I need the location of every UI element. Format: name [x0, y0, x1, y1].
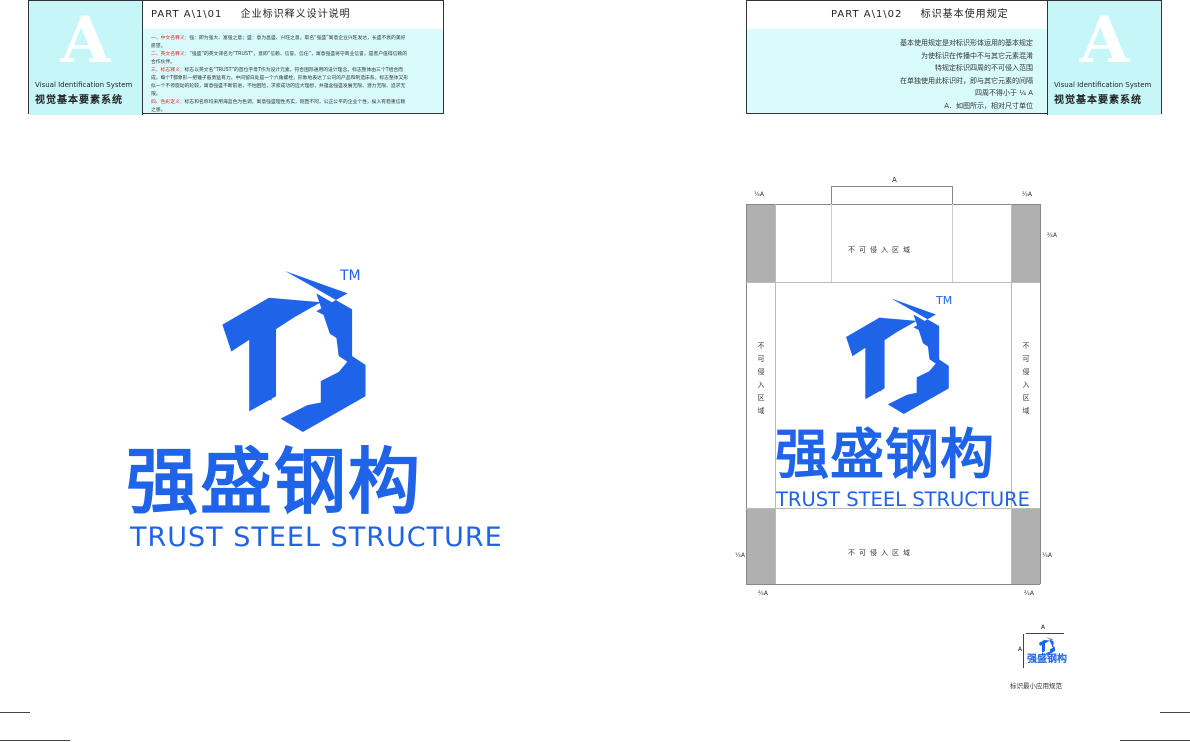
crop-mark — [0, 712, 30, 713]
logo-description: 一、中文名释义：强：即为强大、富强之意；盛：意为昌盛、兴旺之意。取名“强盛”寓意… — [151, 35, 409, 115]
desc-paragraph-1: 一、中文名释义：强：即为强大、富强之意；盛：意为昌盛、兴旺之意。取名“强盛”寓意… — [151, 36, 406, 49]
badge-letter: A — [1079, 3, 1130, 78]
frac-right-side: ²⁄₄A — [1047, 232, 1057, 239]
right-header-title: 标识基本使用规定 — [920, 9, 1009, 20]
right-part-label: PART A\1\02 — [831, 9, 903, 20]
min-size-dim-left: A — [1018, 646, 1023, 653]
logo-tm-diagram: TM — [936, 294, 953, 307]
crop-mark — [1120, 740, 1190, 741]
left-part-label: PART A\1\01 — [151, 9, 223, 20]
rule-line-4: 在单独使用此标识时，即与其它元素的间隔 — [900, 76, 1033, 85]
rule-line-2: 为使标识在传播中不与其它元素混淆 — [921, 51, 1033, 60]
left-header-body: 一、中文名释义：强：即为强大、富强之意；盛：意为昌盛、兴旺之意。取名“强盛”寓意… — [143, 29, 443, 113]
logo-name-cn: 强盛钢构 — [126, 440, 423, 524]
rule-line-3: 特规定标识四周的不可侵入范围 — [935, 64, 1033, 73]
badge-cn-label: 视觉基本要素系统 — [35, 95, 123, 106]
logo-mark-min — [1039, 637, 1055, 655]
badge-en-label: Visual Identification System — [1054, 81, 1152, 89]
zone-label-right: 不可侵入区域 — [1022, 342, 1030, 415]
left-header-bar: PART A\1\01 企业标识释义设计说明 — [143, 1, 443, 30]
min-size-caption: 标识最小应用规范 — [1010, 682, 1062, 690]
zone-label-left: 不可侵入区域 — [757, 342, 765, 415]
left-badge: A Visual Identification System 视觉基本要素系统 — [29, 1, 143, 115]
corner-block-br — [1012, 509, 1040, 584]
crop-mark — [1160, 712, 1190, 713]
rule-line-1: 基本使用规定是对标识形体运用的基本规定 — [900, 39, 1033, 47]
right-header: PART A\1\02 标识基本使用规定 基本使用规定是对标识形体运用的基本规定… — [746, 0, 1162, 115]
rule-line-5: 四周不得小于 ¼ A — [974, 89, 1033, 98]
min-size-dim-top: A — [1041, 624, 1046, 631]
crop-mark — [0, 740, 70, 741]
left-header-title: 企业标识释义设计说明 — [240, 9, 351, 20]
logo-name-en: TRUST STEEL STRUCTURE — [130, 522, 503, 553]
badge-cn-label: 视觉基本要素系统 — [1054, 95, 1142, 106]
rule-line-6: A．如图所示，相对尺寸单位 — [944, 101, 1033, 110]
zone-label-top: 不可侵入区域 — [848, 246, 914, 254]
frac-bottom-left: ²⁄₄A — [758, 590, 768, 597]
logo-name-cn-diagram: 强盛钢构 — [775, 423, 995, 486]
desc-paragraph-3: 三、标志释义：标志以英文名“TRUST”的首位字母T作为设计元素，符合国际通用的… — [151, 68, 409, 97]
frac-top-left: ¼A — [754, 191, 764, 198]
dimension-label-a: A — [892, 176, 897, 184]
logo-name-en-diagram: TRUST STEEL STRUCTURE — [776, 488, 1030, 511]
frac-top-right: ¼A — [1022, 191, 1032, 198]
corner-block-tl — [747, 205, 775, 282]
logo-name-cn-min: 强盛钢构 — [1027, 654, 1067, 665]
right-header-body: 基本使用规定是对标识形体运用的基本规定 为使标识在传播中不与其它元素混淆 特规定… — [747, 29, 1047, 113]
zone-label-bottom: 不可侵入区域 — [848, 549, 914, 557]
frac-left-bottom: ¼A — [735, 552, 745, 559]
corner-block-bl — [747, 509, 775, 584]
badge-en-label: Visual Identification System — [35, 81, 133, 89]
usage-rules: 基本使用规定是对标识形体运用的基本规定 为使标识在传播中不与其它元素混淆 特规定… — [900, 37, 1033, 113]
badge-letter: A — [60, 3, 111, 78]
frac-right-bottom: ¼A — [1042, 552, 1052, 559]
desc-paragraph-4: 四、色彩定义：标志和名称均采用海蓝色为色调，寓意强盛理性务实，刚直不阿，公正公平… — [151, 100, 406, 113]
left-header: PART A\1\01 企业标识释义设计说明 一、中文名释义：强：即为强大、富强… — [28, 0, 444, 115]
right-badge: A Visual Identification System 视觉基本要素系统 — [1047, 1, 1161, 115]
frac-bottom-right: ²⁄₄A — [1024, 590, 1034, 597]
logo-mark-diagram — [846, 298, 949, 414]
desc-paragraph-2: 二、英文名释义：“强盛”的英文译名为“TRUST”，意即“信赖、信誉、信任”，寓… — [151, 52, 408, 65]
corner-block-tr — [1012, 205, 1040, 282]
logo-tm: TM — [340, 268, 361, 284]
